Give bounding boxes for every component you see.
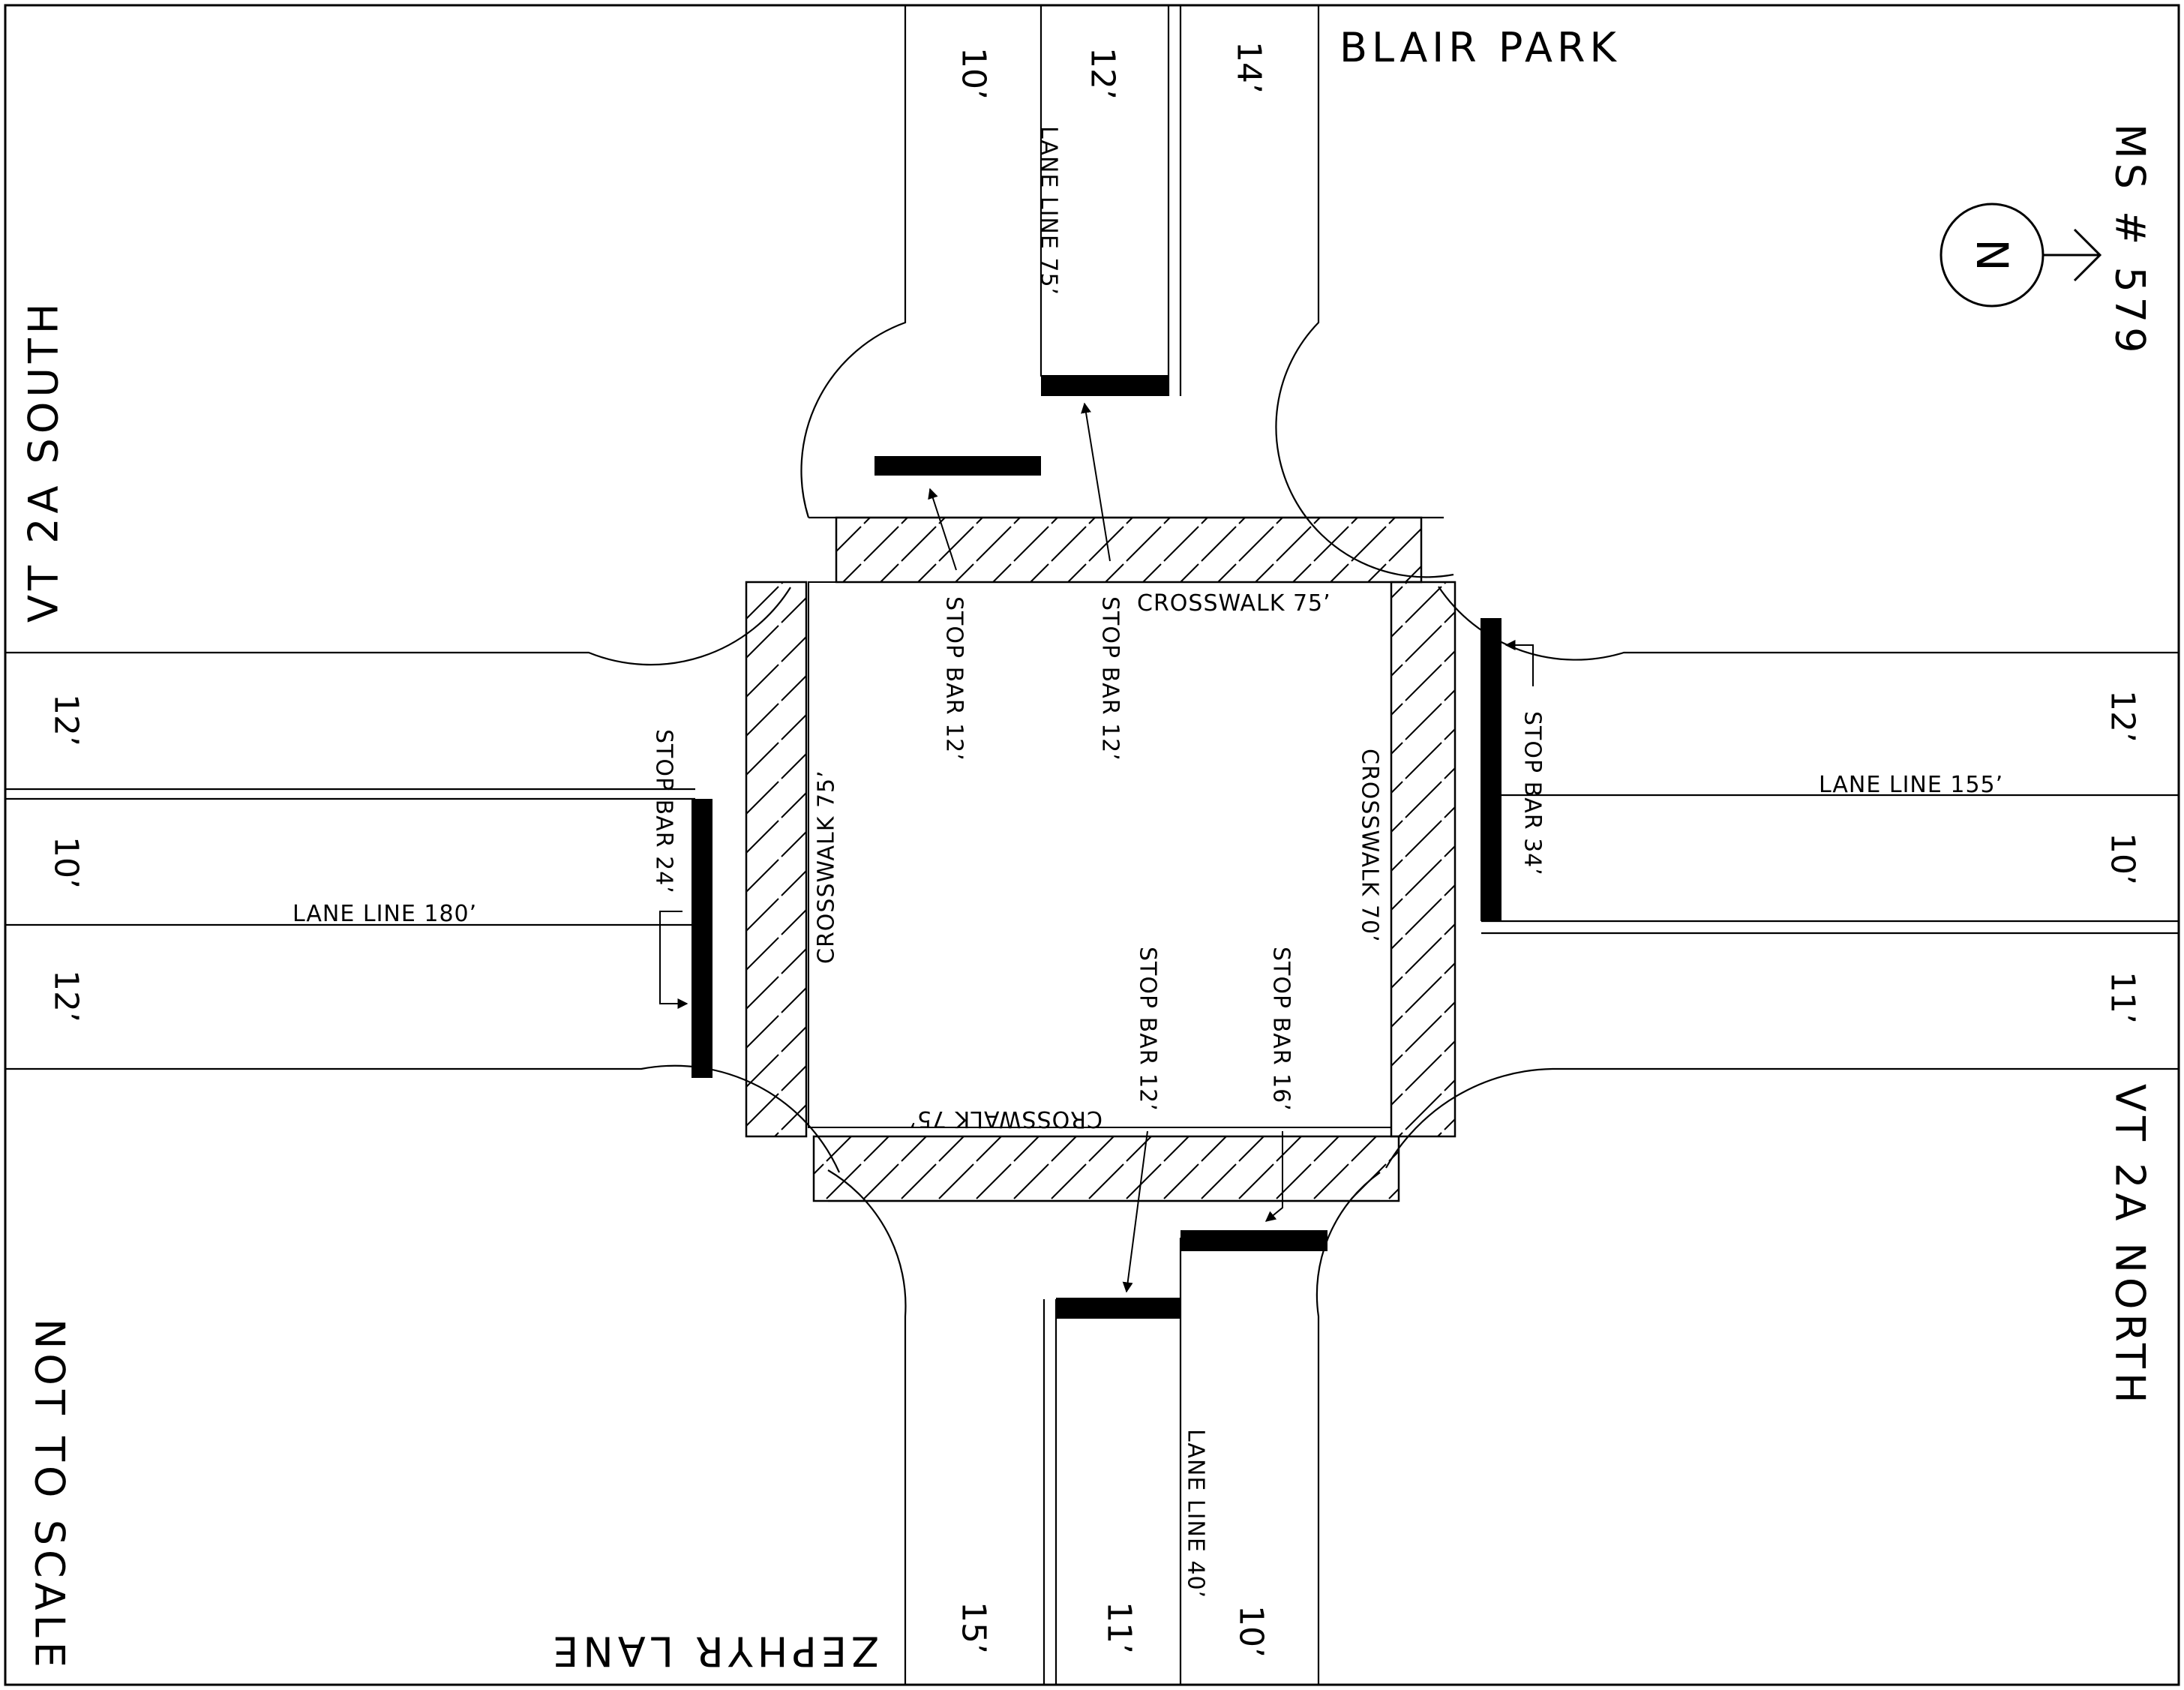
arrow-east [1504, 640, 1534, 686]
east-road-bottom-edge [1385, 1067, 2179, 1169]
arrow-south-b [1264, 1131, 1283, 1222]
dim-north-right: 14’ [1230, 41, 1268, 94]
north-arrow: N [1940, 203, 2102, 308]
stop-bar-south-a-label: STOP BAR 12’ [1135, 947, 1161, 1112]
stop-bar-north-a-label: STOP BAR 12’ [941, 596, 968, 761]
lane-line-west-label: LANE LINE 180’ [292, 901, 477, 927]
north-crosswalk [835, 516, 1423, 584]
drawing-border [4, 4, 2180, 1686]
east-crosswalk [1390, 581, 1456, 1138]
lane-line-east-label: LANE LINE 155’ [1819, 772, 2003, 798]
arrow-north-b [1081, 402, 1111, 562]
north-road-right-edge [1275, 5, 1454, 578]
dim-east-top: 12’ [2104, 690, 2142, 743]
route-title: MS # 579 [2107, 124, 2154, 358]
south-road-left-edge [827, 1169, 907, 1685]
intersection-box [808, 581, 1392, 1128]
dim-west-bottom: 12’ [47, 970, 86, 1022]
dim-north-mid: 12’ [1084, 47, 1122, 100]
stop-bar-west-label: STOP BAR 24’ [651, 729, 677, 894]
stop-bar-east-label: STOP BAR 34’ [1520, 711, 1546, 876]
stop-bar-south-b [1180, 1230, 1328, 1251]
stop-bar-labels: STOP BAR 12’ STOP BAR 12’ STOP BAR 24’ S… [651, 596, 1546, 1112]
dim-east-bottom: 11’ [2104, 971, 2142, 1024]
dim-south-right: 10’ [1232, 1605, 1270, 1658]
crosswalk-labels: CROSSWALK 75’ CROSSWALK 75’ CROSSWALK 70… [814, 590, 1383, 1132]
north-arrow-letter: N [1966, 239, 2018, 271]
road-east-label: VT 2A NORTH [2107, 1084, 2154, 1408]
scale-note: NOT TO SCALE [26, 1319, 74, 1672]
arrow-west [659, 911, 688, 1009]
road-edges [5, 5, 2179, 1685]
road-west-label: VT 2A SOUTH [20, 299, 68, 623]
stop-bar-north-b [1041, 375, 1168, 396]
place-name: BLAIR PARK [1340, 24, 1621, 71]
dim-west-top: 12’ [47, 694, 86, 746]
lane-line-south-label: LANE LINE 40’ [1183, 1429, 1209, 1598]
dim-south-mid: 11’ [1100, 1601, 1138, 1654]
arrow-south-a [1122, 1130, 1148, 1293]
dim-north-left: 10’ [955, 47, 993, 100]
stop-bar-north-a [874, 456, 1041, 476]
lane-lines [5, 5, 2179, 1685]
west-crosswalk [745, 581, 808, 1138]
dim-west-mid: 10’ [47, 836, 86, 889]
stop-bar-south-a [1056, 1298, 1180, 1319]
leader-arrows [659, 402, 1534, 1293]
lane-width-dimensions: 10’ 12’ 14’ 12’ 10’ 12’ 12’ 10’ 11’ 15’ … [47, 41, 2142, 1658]
west-road-top-edge [5, 587, 791, 666]
arrow-north-a [928, 488, 957, 571]
south-crosswalk [812, 1135, 1400, 1202]
stop-bar-south-b-label: STOP BAR 16’ [1268, 947, 1294, 1112]
road-south-label: ZEPHYR LANE [548, 1628, 879, 1675]
dim-east-mid: 10’ [2104, 833, 2142, 885]
stop-bar-north-b-label: STOP BAR 12’ [1097, 596, 1124, 761]
north-arrow-pointer-icon [2043, 228, 2102, 282]
crosswalks [745, 516, 1456, 1202]
crosswalk-north-label: CROSSWALK 75’ [1137, 590, 1331, 617]
west-road-bottom-edge [5, 1064, 841, 1173]
east-road-top-edge [1438, 586, 2179, 661]
stop-bar-east [1480, 618, 1502, 921]
crosswalk-east-label: CROSSWALK 70’ [1357, 749, 1383, 943]
crosswalk-south-label: CROSSWALK 75’ [908, 1106, 1102, 1132]
lane-line-north-label: LANE LINE 75’ [1036, 126, 1062, 296]
dim-south-left: 15’ [955, 1601, 993, 1654]
stop-bar-west [692, 799, 712, 1078]
lane-line-labels: LANE LINE 75’ LANE LINE 180’ LANE LINE 1… [292, 126, 2003, 1598]
crosswalk-west-label: CROSSWALK 75’ [814, 770, 840, 964]
north-road-left-edge [800, 5, 907, 518]
stop-bars [692, 375, 1502, 1319]
